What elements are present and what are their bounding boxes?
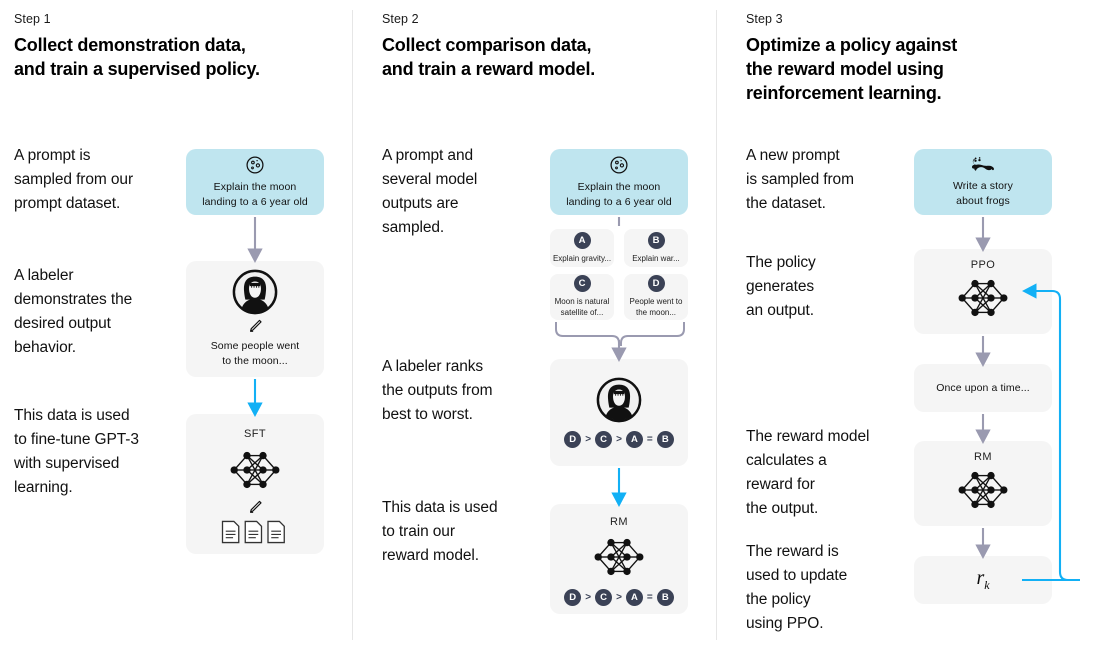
neural-network-icon — [951, 464, 1015, 516]
reward-symbol: r — [976, 567, 985, 589]
step-2-rm-ranking: D > C > A = B — [564, 589, 674, 606]
pencil-icon — [246, 498, 264, 516]
step-2-column: Step 2 Collect comparison data, and trai… — [368, 0, 716, 650]
step-3-reward-value: rk — [976, 567, 989, 593]
step-1-labeler-text: Some people went to the moon... — [210, 340, 300, 367]
step-2-option-b[interactable]: B Explain war... — [624, 229, 688, 267]
step-3-prompt-text: Write a story about frogs — [952, 179, 1014, 207]
rank-op-1: > — [585, 434, 592, 445]
step-3-ppo-title: PPO — [970, 259, 996, 271]
rm-rank-op-1: > — [585, 592, 592, 603]
step-3-output-card[interactable]: Once upon a time... — [914, 364, 1052, 412]
option-badge-a: A — [573, 231, 591, 249]
rank-op-3: = — [646, 434, 653, 445]
frog-icon — [970, 156, 996, 174]
option-badge-b: B — [647, 231, 665, 249]
rank-badge-1: D — [564, 431, 582, 448]
step-1-label: Step 1 — [14, 12, 51, 26]
step-2-prompt-text: Explain the moon landing to a 6 year old — [566, 180, 672, 208]
rm-rank-badge-2: C — [595, 589, 613, 606]
column-divider-1 — [352, 10, 353, 640]
step-1-prompt-card[interactable]: Explain the moon landing to a 6 year old — [186, 149, 324, 215]
step-1-paragraph-1: A prompt is sampled from our prompt data… — [14, 147, 134, 212]
step-1-labeler-card[interactable]: Some people went to the moon... — [186, 261, 324, 377]
step-1-paragraph-3: This data is used to fine-tune GPT-3 wit… — [14, 407, 139, 496]
step-2-rm-card[interactable]: RM — [550, 504, 688, 614]
step-2-option-c[interactable]: C Moon is natural satellite of... — [550, 274, 614, 320]
moon-icon — [245, 155, 265, 175]
option-text-a: Explain gravity... — [552, 253, 612, 263]
step-2-option-d[interactable]: D People went to the moon... — [624, 274, 688, 320]
rank-op-2: > — [616, 434, 622, 445]
step-3-prompt-card[interactable]: Write a story about frogs — [914, 149, 1052, 215]
rm-rank-badge-3: A — [625, 589, 643, 606]
documents-icon — [220, 519, 290, 545]
neural-network-icon — [223, 444, 287, 496]
step-3-rm-title: RM — [974, 451, 992, 463]
step-2-paragraph-3: This data is used to train our reward mo… — [382, 499, 498, 564]
rank-badge-4: B — [656, 431, 674, 448]
rm-rank-badge-1: D — [564, 589, 582, 606]
pencil-icon — [246, 317, 264, 335]
step-3-rm-card[interactable]: RM — [914, 441, 1052, 526]
step-2-labeler-card[interactable]: D > C > A = B — [550, 359, 688, 466]
step-2-prompt-card[interactable]: Explain the moon landing to a 6 year old — [550, 149, 688, 215]
step-1-title: Collect demonstration data, and train a … — [14, 35, 260, 79]
step-3-paragraph-3: The reward model calculates a reward for… — [746, 428, 870, 517]
step-3-paragraph-2: The policy generates an output. — [746, 254, 816, 319]
step-3-label: Step 3 — [746, 12, 783, 26]
step-3-reward-card[interactable]: rk — [914, 556, 1052, 604]
step-1-paragraph-2: A labeler demonstrates the desired outpu… — [14, 267, 133, 356]
step-3-paragraph-4: The reward is used to update the policy … — [746, 543, 848, 632]
step-2-label: Step 2 — [382, 12, 419, 26]
neural-network-icon — [951, 272, 1015, 324]
step-3-paragraph-1: A new prompt is sampled from the dataset… — [746, 147, 854, 212]
neural-network-icon — [587, 531, 651, 583]
step-2-title: Collect comparison data, and train a rew… — [382, 35, 596, 79]
rm-rank-op-2: > — [616, 592, 622, 603]
step-2-paragraph-2: A labeler ranks the outputs from best to… — [382, 358, 493, 423]
step-3-ppo-card[interactable]: PPO — [914, 249, 1052, 334]
option-badge-d: D — [647, 275, 665, 293]
step-2-option-a[interactable]: A Explain gravity... — [550, 229, 614, 267]
step-1-sft-title: SFT — [244, 428, 266, 440]
rm-rank-badge-4: B — [656, 589, 674, 606]
moon-icon — [609, 155, 629, 175]
option-text-c: Moon is natural satellite of... — [554, 297, 610, 317]
option-text-d: People went to the moon... — [629, 297, 683, 317]
rm-rank-op-3: = — [646, 592, 653, 603]
column-divider-2 — [716, 10, 717, 640]
step-2-rm-title: RM — [610, 516, 628, 528]
option-badge-c: C — [573, 275, 591, 293]
step-2-paragraph-1: A prompt and several model outputs are s… — [382, 147, 478, 236]
step-2-labeler-ranking: D > C > A = B — [564, 431, 674, 448]
step-1-sft-card[interactable]: SFT — [186, 414, 324, 554]
step-1-column: Step 1 Collect demonstration data, and t… — [0, 0, 352, 650]
step-1-prompt-text: Explain the moon landing to a 6 year old — [202, 180, 308, 208]
reward-subscript: k — [984, 578, 990, 592]
rank-badge-2: C — [595, 431, 613, 448]
step-3-output-text: Once upon a time... — [936, 381, 1030, 394]
rank-badge-3: A — [625, 431, 643, 448]
step-3-title: Optimize a policy against the reward mod… — [746, 35, 958, 103]
labeler-person-icon — [596, 377, 642, 423]
option-text-b: Explain war... — [632, 253, 680, 263]
labeler-person-icon — [232, 269, 278, 315]
step-3-column: Step 3 Optimize a policy against the rew… — [732, 0, 1111, 650]
